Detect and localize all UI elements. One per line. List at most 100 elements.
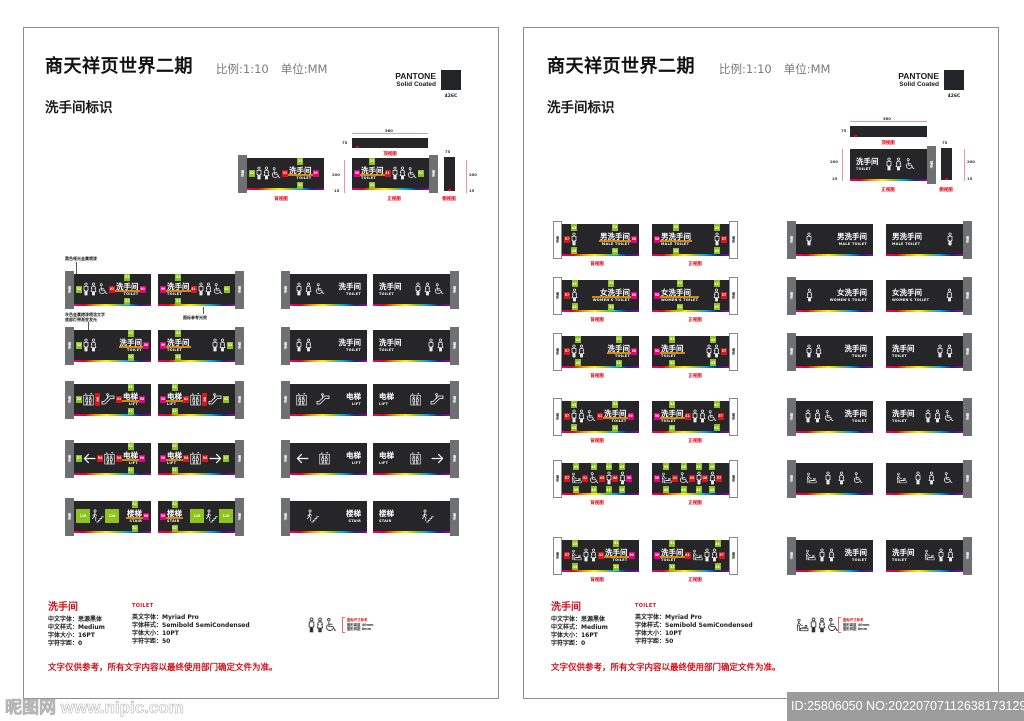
sign-stair-annotated-mirror: 50 52 楼梯 STAIR 52 116 116 墙体 — [158, 498, 244, 536]
sign-title-en: MALE TOILET — [838, 241, 867, 246]
spacing-marker: 52 — [76, 341, 82, 349]
man-icon — [83, 282, 89, 296]
spacing-marker: 50 — [628, 551, 635, 559]
spacing-marker: 46 — [590, 486, 597, 493]
spacing-marker: 45 — [663, 463, 669, 470]
lift-icon — [319, 451, 330, 465]
woman-icon — [713, 344, 720, 358]
spacing-marker: 52 — [669, 563, 676, 571]
sign-title-en: TOILET — [892, 418, 908, 423]
woman-icon — [305, 338, 312, 352]
pantone-type: Solid Coated — [396, 80, 436, 88]
man-icon — [915, 471, 921, 485]
wall-panel: 墙体 — [787, 398, 796, 436]
dimension-base: 15 — [334, 188, 340, 193]
spacing-marker: 50 — [654, 235, 660, 243]
wall-label: 墙体 — [67, 513, 71, 521]
woman-icon — [590, 548, 597, 562]
wall-note: 灰色金属烤漆喷涂文字底部灯带渐变发光 — [65, 312, 105, 322]
wall-panel: 墙体 — [553, 221, 562, 259]
wheelchair-icon — [213, 283, 222, 295]
man-icon — [810, 617, 817, 633]
text-guide-bar — [660, 239, 692, 242]
spacing-marker: 52 — [669, 540, 676, 547]
man-icon — [886, 157, 891, 171]
text-guide-bar — [660, 295, 700, 298]
woman-icon — [946, 344, 953, 358]
wall-label: 墙体 — [237, 513, 241, 521]
front-view-sign: 50 52 洗手间 TOILET 52 41 52 墙体 — [352, 155, 438, 193]
spec-line: 中文字体：思源黑体 — [551, 616, 606, 623]
wall-panel: 墙体 — [729, 333, 738, 371]
man-icon — [571, 232, 577, 246]
spacing-marker: 116 — [219, 509, 233, 523]
spacing-marker: 57 — [564, 291, 570, 299]
escalator-icon — [101, 393, 115, 405]
sign-face: 50 52 洗手间 TOILET 52 41 52 — [158, 274, 235, 306]
sign-face — [796, 463, 873, 495]
woman-icon — [205, 282, 211, 296]
spec-zh-heading: 洗手间 — [48, 602, 78, 613]
woman-icon — [928, 471, 935, 485]
spacing-marker: 45 — [663, 486, 669, 493]
wall-panel: 墙体 — [553, 333, 562, 371]
woman-icon — [934, 409, 941, 423]
sign-title-zh: 洗手间 — [607, 343, 631, 353]
spacing-marker: 45 — [571, 247, 577, 254]
sign-title-en: LIFT — [128, 401, 138, 406]
disclaimer: 文字仅供参考，所有文字内容以最终使用部门确定文件为准。 — [551, 663, 781, 673]
spacing-marker: 45 — [714, 224, 720, 231]
spacing-marker: 54 — [116, 454, 122, 462]
spacing-marker: 50 — [631, 291, 637, 299]
sign-lift-annotated: 墙体 52 60 41 52 电梯 LIFT 52 50 — [65, 381, 151, 419]
sign-text: 52 洗手间 TOILET 52 — [603, 401, 628, 432]
sign-title-en: TOILET — [126, 347, 142, 352]
sign-title-zh: 洗手间 — [338, 281, 362, 291]
side-view-label: 侧视图 — [939, 188, 953, 193]
wall-label: 墙体 — [555, 348, 559, 356]
sign-title-zh: 楼梯 — [167, 508, 182, 518]
spacing-marker: 57 — [718, 551, 725, 559]
sign-title-en: TOILET — [612, 557, 628, 562]
text-guide-bar — [122, 458, 139, 461]
wall-label: 墙体 — [789, 475, 793, 483]
view-label: 正视图 — [688, 374, 702, 379]
icon-spec-notes: 图标尺寸参考 图形高度 40mm 图形间距 8mm — [347, 618, 374, 632]
spacing-marker: 57 — [721, 347, 727, 355]
wall-label: 墙体 — [283, 396, 287, 404]
man-icon — [696, 471, 701, 485]
text-guide-bar — [166, 289, 191, 292]
text-guide-bar — [115, 289, 140, 292]
sign-facilities-mirror: 墙体 — [886, 460, 972, 498]
spec-line: 字体样式：Semibold SemiCondensed — [635, 622, 753, 629]
scale-ratio: 比例:1:10 — [719, 62, 772, 76]
view-label: 背视图 — [590, 439, 604, 444]
wheelchair-icon — [824, 410, 834, 422]
icon-spec-line: 图形高度 40mm — [347, 622, 374, 627]
side-view-drawing — [444, 157, 455, 191]
sign-title-en: STAIR — [348, 518, 361, 523]
spacing-marker: 52 — [673, 224, 679, 231]
wall-label: 墙体 — [731, 348, 735, 356]
man-icon — [704, 548, 709, 562]
arrow-left-icon — [83, 453, 96, 463]
wall-panel: 墙体 — [787, 221, 796, 259]
woman-icon — [219, 338, 226, 352]
spec-en-list: 英文字体：Myriad Pro 字体样式：Semibold SemiConden… — [635, 614, 753, 646]
dimension-line — [842, 149, 843, 181]
